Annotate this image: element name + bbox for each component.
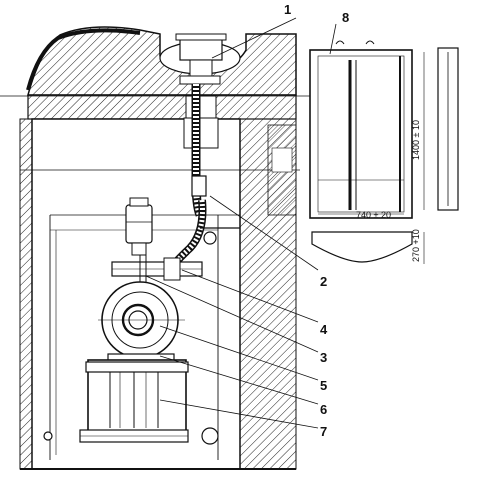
callout-1: 1 bbox=[284, 2, 291, 17]
leader-3 bbox=[145, 275, 319, 353]
callout-2: 2 bbox=[320, 274, 327, 289]
motor-cap bbox=[129, 197, 149, 207]
tank-top-rim bbox=[85, 361, 189, 373]
callout-4: 4 bbox=[320, 322, 328, 337]
leader-2 bbox=[209, 195, 319, 271]
callout-5: 5 bbox=[320, 378, 327, 393]
hose-clamp bbox=[191, 175, 207, 197]
soil-crust bbox=[26, 28, 141, 91]
callout-labels: 1 2 3 4 5 6 7 8 bbox=[284, 2, 349, 439]
leader-7 bbox=[159, 399, 319, 429]
slab-sleeve bbox=[185, 95, 217, 121]
receiving-tank bbox=[43, 359, 219, 445]
top-slab bbox=[27, 94, 297, 120]
corner-bolt bbox=[43, 431, 53, 441]
callout-8: 8 bbox=[342, 10, 349, 25]
leader-1 bbox=[211, 17, 297, 59]
dim-base-label: 270 +10 bbox=[411, 229, 421, 262]
inlet-neck bbox=[189, 59, 213, 77]
leader-5 bbox=[159, 325, 319, 381]
callout-3: 3 bbox=[320, 350, 327, 365]
inlet-cap bbox=[179, 37, 223, 61]
pump-unit bbox=[98, 197, 203, 363]
drain-wheel bbox=[201, 427, 219, 445]
wall-block-gap bbox=[271, 147, 293, 173]
motor-body bbox=[125, 204, 153, 244]
panel-hook-top bbox=[335, 40, 375, 45]
callout-6: 6 bbox=[320, 402, 327, 417]
dim-height-label: 1400 ± 10 bbox=[411, 120, 421, 160]
leader-lines bbox=[145, 17, 337, 429]
leader-8 bbox=[329, 23, 337, 55]
bracket-wheel bbox=[203, 231, 217, 245]
callout-7: 7 bbox=[320, 424, 327, 439]
motor-coupling bbox=[131, 242, 147, 256]
panel-inner bbox=[317, 55, 405, 213]
inlet-flange bbox=[179, 75, 221, 85]
sleeve-inner bbox=[183, 117, 219, 149]
inlet-assembly bbox=[159, 33, 241, 149]
leader-6 bbox=[159, 355, 319, 405]
valve-body bbox=[163, 257, 181, 281]
leader-4 bbox=[181, 269, 319, 323]
inlet-cap-top bbox=[175, 33, 227, 41]
side-elevation: 740 ± 20 1400 ± 10 270 +10 bbox=[309, 40, 459, 264]
base-view bbox=[311, 231, 413, 263]
hose-lower-inner bbox=[165, 199, 205, 274]
left-wall bbox=[19, 118, 33, 470]
dim-width-label: 740 ± 20 bbox=[356, 210, 391, 220]
